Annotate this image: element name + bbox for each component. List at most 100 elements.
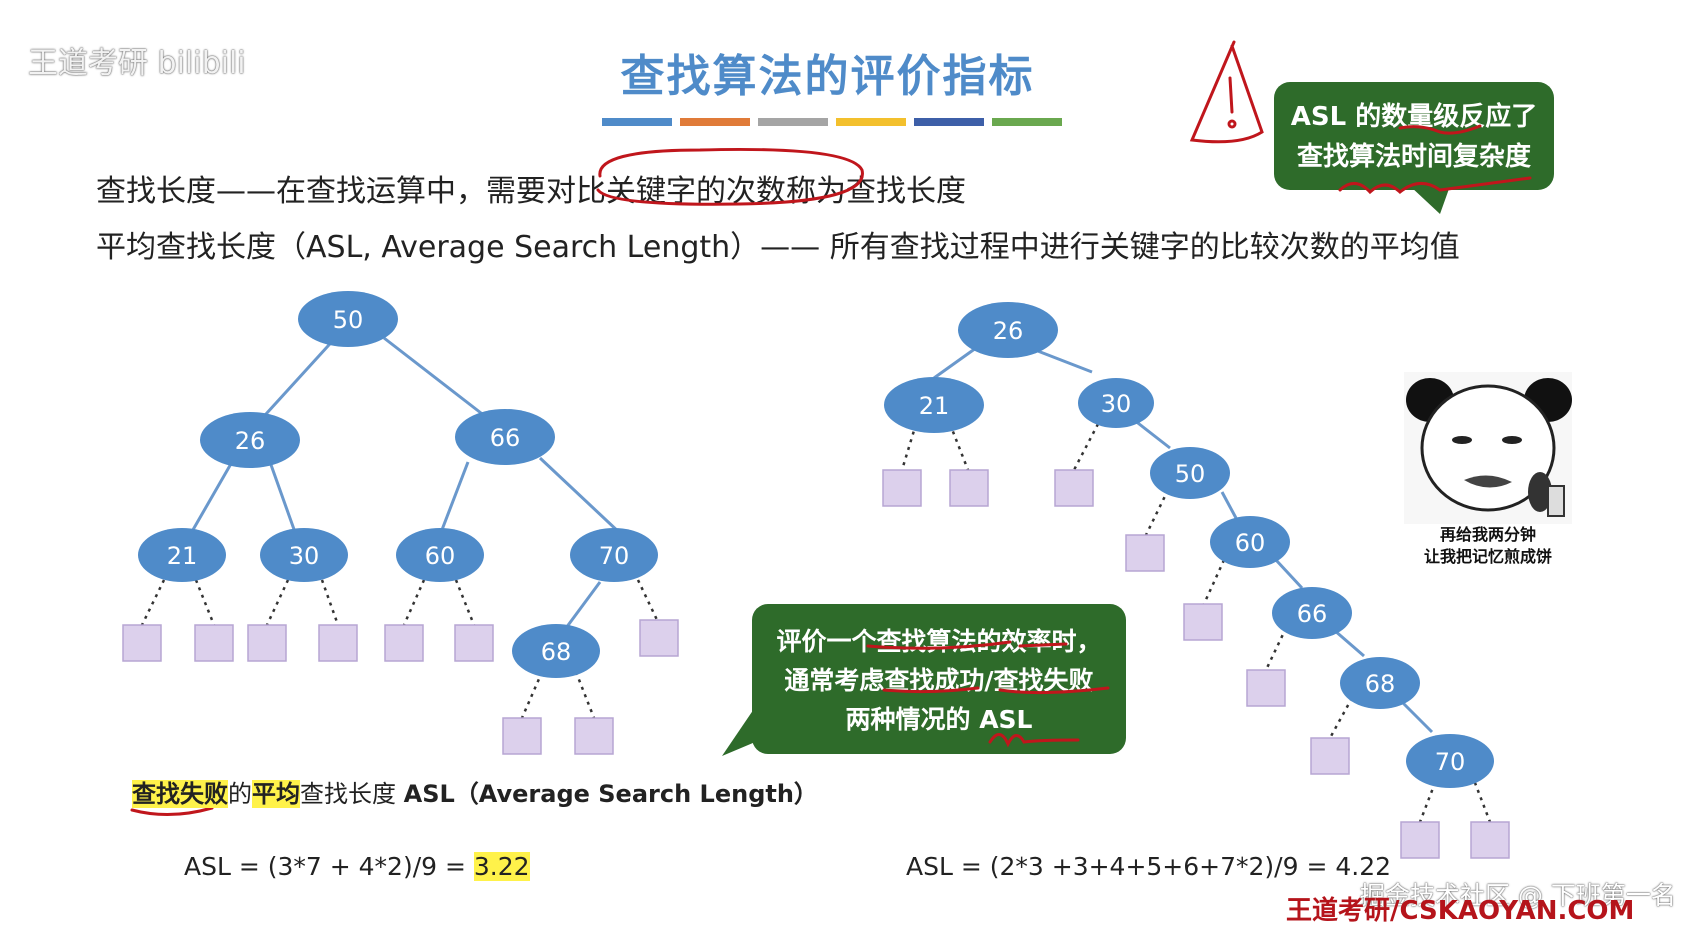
left-tree-edges [188, 333, 624, 629]
tree-node-50: 50 [298, 291, 398, 347]
panda-meme-image [1404, 372, 1572, 524]
svg-text:70: 70 [599, 542, 630, 570]
underline-success [882, 686, 980, 694]
failure-node [1183, 603, 1223, 641]
failure-node [882, 469, 922, 507]
svg-text:68: 68 [1365, 670, 1396, 698]
underline-search-algo [866, 640, 1012, 650]
underline-fail-label [130, 806, 214, 816]
failure-node [1246, 669, 1286, 707]
left-tree-nodes: 50 26 66 21 30 60 70 68 [138, 291, 658, 678]
failure-node [639, 619, 679, 657]
formula-right-tree: ASL = (2*3 +3+4+5+6+7*2)/9 = 4.22 [906, 852, 1392, 881]
formula-left-tree: ASL = (3*7 + 4*2)/9 = 3.22 [184, 852, 530, 881]
tree-node-21-right: 21 [884, 377, 984, 433]
watermark-juejin: 掘金技术社区 @ 下班第一名 [1360, 881, 1676, 910]
stripe-5 [914, 118, 984, 126]
svg-text:66: 66 [490, 424, 521, 452]
tree-node-60-right: 60 [1210, 516, 1290, 568]
callout-middle-tail [722, 700, 760, 756]
panda-caption-line2: 让我把记忆煎成饼 [1423, 547, 1552, 566]
failure-node [247, 624, 287, 662]
failure-node [194, 624, 234, 662]
svg-text:21: 21 [919, 392, 950, 420]
svg-text:26: 26 [235, 427, 266, 455]
tree-node-66-right: 66 [1272, 587, 1352, 639]
warning-icon [1189, 40, 1264, 144]
failure-node [384, 624, 424, 662]
slide-title: 查找算法的评价指标 [620, 51, 1035, 102]
failure-node [1400, 821, 1440, 859]
svg-text:21: 21 [167, 542, 198, 570]
right-tree-nodes: 26 21 30 50 60 66 68 70 [884, 302, 1494, 788]
label-search-fail: 查找失败 [132, 780, 228, 808]
tree-node-68-right: 68 [1340, 657, 1420, 709]
failure-node [1054, 469, 1094, 507]
failure-node [1310, 737, 1350, 775]
tree-node-70-right: 70 [1406, 734, 1494, 788]
svg-text:30: 30 [1101, 390, 1132, 418]
failure-node [949, 469, 989, 507]
tree-node-50-right: 50 [1150, 447, 1230, 499]
asl-failure-label: 查找失败的平均查找长度 ASL（Average Search Length） [132, 774, 818, 809]
definition-suffix: 称为查找长度 [786, 174, 966, 209]
stripe-1 [602, 118, 672, 126]
squiggle-asl [988, 733, 1080, 748]
tree-node-68: 68 [512, 624, 600, 678]
stripe-4 [836, 118, 906, 126]
stripe-2 [680, 118, 750, 126]
callout-asl-complexity: ASL 的数量级反应了 查找算法时间复杂度 [1274, 82, 1554, 190]
stripe-3 [758, 118, 828, 126]
tree-node-60: 60 [396, 528, 484, 582]
formula-left-result: 3.22 [473, 852, 530, 881]
tree-node-70: 70 [570, 528, 658, 582]
svg-text:60: 60 [1235, 529, 1266, 557]
right-tree-edges [933, 346, 1434, 734]
failure-node [318, 624, 358, 662]
svg-text:68: 68 [541, 638, 572, 666]
callout-top-line2: 查找算法时间复杂度 [1296, 142, 1531, 172]
tree-node-30: 30 [260, 528, 348, 582]
formula-left-expression: ASL = (3*7 + 4*2)/9 = [184, 852, 474, 881]
failure-node [1470, 821, 1510, 859]
failure-node [502, 717, 542, 755]
callout-evaluate-efficiency: 评价一个查找算法的效率时， 通常考虑查找成功/查找失败 两种情况的 ASL [752, 604, 1126, 754]
tree-node-66: 66 [455, 409, 555, 465]
stripe-6 [992, 118, 1062, 126]
underline-magnitude [1398, 124, 1482, 135]
svg-text:50: 50 [333, 306, 364, 334]
label-search-length: 查找长度 [300, 780, 404, 808]
label-average: 平均 [252, 780, 300, 808]
svg-text:26: 26 [993, 317, 1024, 345]
left-tree-failure-edges [140, 579, 660, 719]
failure-node [574, 717, 614, 755]
failure-node [1125, 534, 1165, 572]
tree-node-21: 21 [138, 528, 226, 582]
svg-text:30: 30 [289, 542, 320, 570]
failure-node [454, 624, 494, 662]
tree-node-30-right: 30 [1078, 378, 1154, 428]
definition-asl: 平均查找长度（ASL, Average Search Length）—— 所有查… [96, 230, 1460, 265]
red-annotations [130, 124, 1532, 816]
callout-top-tail [1410, 186, 1450, 214]
definition-prefix: 查找长度——在查找运算中，需要 [96, 174, 546, 209]
svg-text:50: 50 [1175, 460, 1206, 488]
tree-node-26-right: 26 [958, 302, 1058, 358]
underline-efficiency [1018, 642, 1068, 648]
failure-node [122, 624, 162, 662]
watermark-logo: 王道考研 bilibili [28, 46, 246, 81]
label-asl-full: ASL（Average Search Length） [403, 780, 818, 808]
panda-caption-line1: 再给我两分钟 [1439, 525, 1536, 544]
tree-node-26: 26 [200, 412, 300, 468]
svg-text:66: 66 [1297, 600, 1328, 628]
label-de: 的 [228, 780, 252, 808]
callout-middle-line1: 评价一个查找算法的效率时， [776, 627, 1102, 656]
brand-footer: 王道考研/CSKAOYAN.COM [1286, 896, 1635, 926]
underline-fail [998, 686, 1110, 695]
failure-nodes [122, 469, 1510, 859]
circle-around-compare-count [596, 147, 864, 206]
svg-text:60: 60 [425, 542, 456, 570]
svg-text:70: 70 [1435, 748, 1466, 776]
squiggle-complexity [1338, 176, 1532, 195]
